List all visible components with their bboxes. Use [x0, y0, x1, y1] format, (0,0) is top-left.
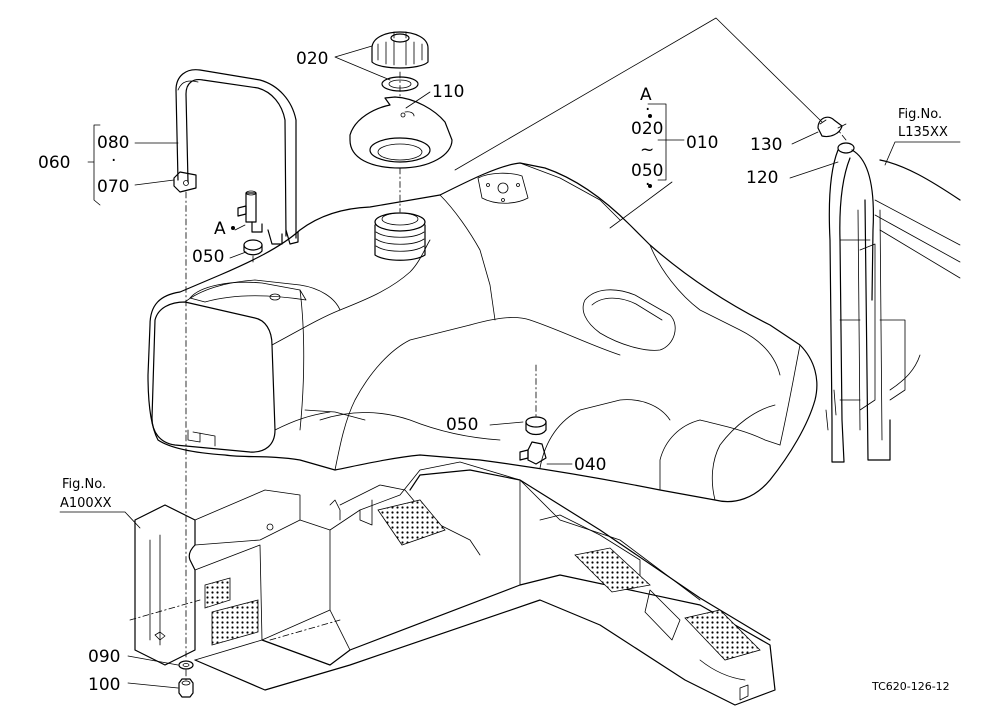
- callout-040: 040: [574, 455, 606, 475]
- callout-080: 080: [97, 133, 129, 153]
- fig-ref-label-2: Fig.No.: [62, 477, 106, 492]
- callout-dot-range-bottom: [648, 184, 652, 188]
- drawing-code: TC620-126-12: [871, 680, 950, 693]
- callout-dot-2: ·: [645, 175, 650, 195]
- callout-020: 020: [296, 49, 328, 69]
- callout-020-range: 020: [631, 119, 663, 139]
- vent-fitting-part: [237, 190, 263, 256]
- tank-band-part: [173, 69, 299, 245]
- fig-ref-value-1: L135XX: [898, 125, 948, 140]
- callout-120: 120: [746, 168, 778, 188]
- callout-060: 060: [38, 153, 70, 173]
- callout-dot: ·: [645, 100, 650, 120]
- washer-part: [178, 660, 194, 670]
- assembly-centerlines: [185, 17, 847, 681]
- drain-fitting-part: [519, 416, 547, 465]
- callout-010: 010: [686, 133, 718, 153]
- callout-110: 110: [432, 82, 464, 102]
- callout-050-range: 050: [631, 161, 663, 181]
- callout-070: 070: [97, 177, 129, 197]
- nut-part: [178, 678, 194, 698]
- callout-a-fitting: A: [214, 219, 226, 239]
- callout-090: 090: [88, 647, 120, 667]
- fig-ref-label-1: Fig.No.: [898, 107, 942, 122]
- frame-right: [825, 159, 961, 461]
- hose-clip-part: [817, 116, 847, 138]
- fuel-tank: [147, 162, 818, 503]
- fig-ref-value-2: A100XX: [60, 496, 112, 511]
- callout-a: A: [640, 85, 652, 105]
- filler-funnel-part: [349, 96, 453, 169]
- callout-100: 100: [88, 675, 120, 695]
- callout-050-left: 050: [192, 247, 224, 267]
- callout-dot-range-top: [648, 114, 652, 118]
- callout-130: 130: [750, 135, 782, 155]
- step-frame: [129, 461, 776, 706]
- filler-hose-part: [828, 142, 874, 463]
- leader-lines: [59, 45, 961, 689]
- callout-tilde: ~: [640, 140, 654, 160]
- callout-050-drain: 050: [446, 415, 478, 435]
- callout-labels: 020 110 A · 020 ~ 050 · 010 060 080 · 07…: [38, 49, 950, 695]
- callout-dot-3: ·: [111, 151, 116, 171]
- callout-dot-a: [231, 226, 235, 230]
